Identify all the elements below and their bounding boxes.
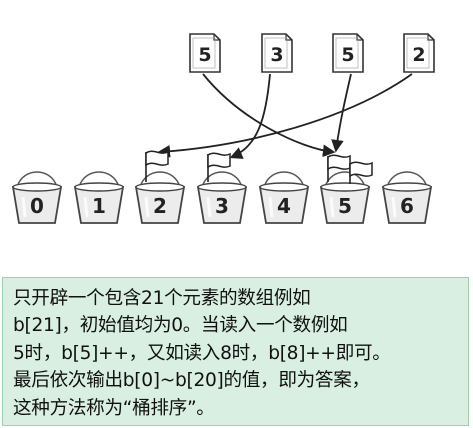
bucket-6: 6 — [381, 171, 433, 224]
bucket-2: 2 — [134, 171, 186, 224]
card-4: 2 — [403, 33, 435, 73]
flag-icon — [207, 152, 231, 182]
flag-icon — [145, 150, 169, 182]
bucket-3: 3 — [196, 171, 248, 224]
bucket-sort-diagram: 5 3 5 2 0 1 2 — [11, 33, 435, 224]
card-digit: 3 — [270, 44, 283, 66]
bucket-label: 4 — [277, 194, 291, 218]
bucket-label: 2 — [153, 194, 167, 218]
caption-line: 只开辟一个包含21个元素的数组例如 — [13, 288, 311, 309]
bucket-0: 0 — [11, 171, 63, 224]
flag-icon — [349, 161, 373, 184]
bucket-label: 1 — [92, 194, 106, 218]
caption-text: 只开辟一个包含21个元素的数组例如 b[21]，初始值均为0。当读入一个数例如 … — [13, 285, 460, 422]
bucket-label: 0 — [30, 194, 44, 218]
bucket-label: 6 — [400, 194, 414, 218]
arrow-card-1-to-bucket-5 — [202, 73, 336, 158]
bucket-label: 3 — [215, 194, 229, 218]
bucket-label: 5 — [338, 194, 352, 218]
card-3: 5 — [332, 33, 364, 73]
caption-line: 最后依次输出b[0]~b[20]的值，即为答案， — [13, 370, 370, 392]
arrow-card-2-to-bucket-3 — [229, 73, 271, 159]
flag-icon — [327, 154, 351, 182]
card-digit: 5 — [341, 44, 354, 66]
caption-line: 这种方法称为“桶排序”。 — [13, 397, 215, 419]
card-1: 5 — [189, 33, 221, 73]
arrow-card-4-to-bucket-2 — [157, 73, 413, 158]
bucket-5: 5 — [319, 171, 371, 224]
bucket-4: 4 — [258, 171, 310, 224]
card-digit: 2 — [412, 44, 425, 66]
caption-line: 5时，b[5]++，又如读入8时，b[8]++即可。 — [13, 342, 391, 364]
card-2: 3 — [261, 33, 293, 73]
caption-line: b[21]，初始值均为0。当读入一个数例如 — [13, 315, 348, 337]
card-digit: 5 — [198, 44, 211, 66]
caption-box: 只开辟一个包含21个元素的数组例如 b[21]，初始值均为0。当读入一个数例如 … — [2, 277, 469, 426]
bucket-1: 1 — [73, 171, 125, 224]
